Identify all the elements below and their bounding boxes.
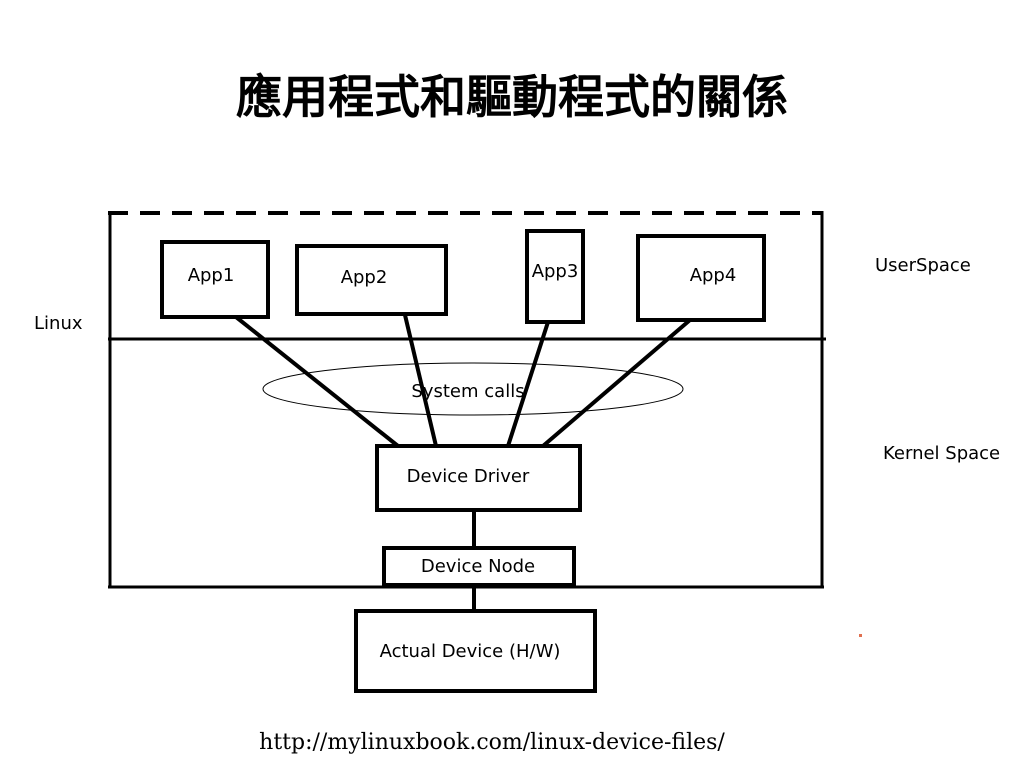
linux-label: Linux (34, 313, 83, 334)
connector-app4-driver (541, 318, 692, 448)
stray-dot (859, 634, 862, 637)
connector-app2-driver (403, 314, 438, 447)
device-driver-label: Device Driver (407, 466, 530, 487)
device-node-box (382, 546, 576, 587)
kernel-space-label: Kernel Space (883, 443, 1000, 464)
actual-device-box (354, 609, 597, 693)
connector-app1-driver (234, 315, 400, 448)
app3-label: App3 (532, 261, 579, 282)
system-calls-ellipse (262, 362, 684, 416)
connector-app3-driver (506, 321, 550, 447)
device-driver-box (375, 444, 582, 512)
source-url: http://mylinuxbook.com/linux-device-file… (259, 730, 725, 755)
userspace-label: UserSpace (875, 255, 971, 276)
system-calls-label: System calls (411, 381, 524, 402)
app4-label: App4 (690, 265, 737, 286)
app1-label: App1 (188, 265, 235, 286)
slide-title: 應用程式和驅動程式的關係 (236, 70, 788, 124)
actual-device-label: Actual Device (H/W) (380, 641, 561, 662)
app1-box (160, 240, 270, 319)
device-node-label: Device Node (421, 556, 535, 577)
app2-box (295, 244, 448, 316)
app4-box (636, 234, 766, 322)
app2-label: App2 (341, 267, 388, 288)
app3-box (525, 229, 585, 324)
